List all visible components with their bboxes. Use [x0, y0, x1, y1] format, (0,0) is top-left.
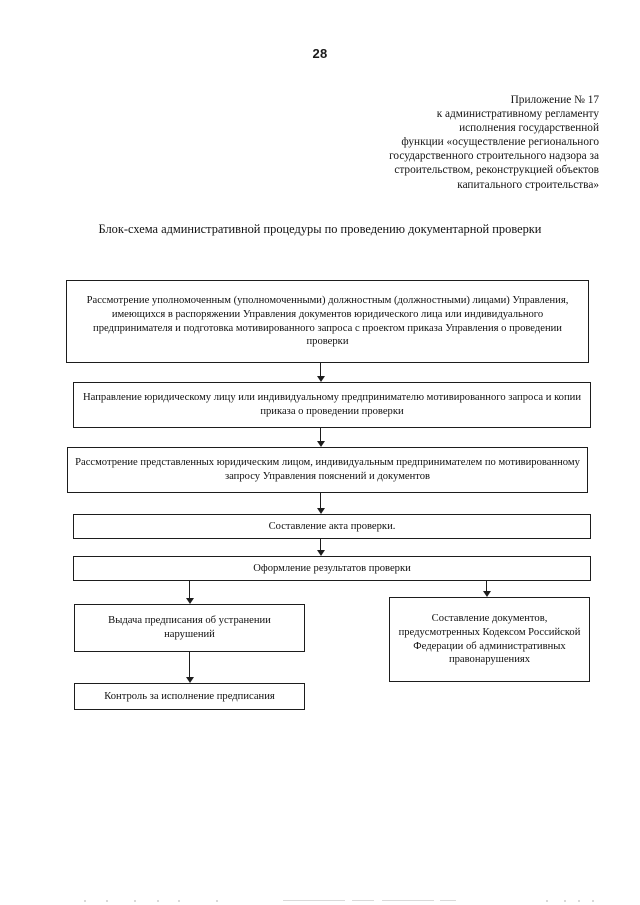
flow-connector-7: [189, 652, 191, 677]
flow-arrowhead-1: [316, 376, 325, 382]
reference-line-5: государственного строительного надзора з…: [389, 150, 599, 163]
scan-artifact: [84, 900, 86, 902]
flow-node-label: Оформление результатов проверки: [253, 562, 411, 574]
flow-arrowhead-4: [316, 550, 325, 556]
page-title-line-1: Блок-схема административной процедуры по…: [98, 222, 490, 236]
page-number: 28: [312, 46, 328, 61]
appendix-reference: Приложение № 17 к административному регл…: [279, 93, 599, 192]
flow-node-draft-inspection-act: Составление акта проверки.: [73, 514, 591, 539]
flow-node-label: Выдача предписания об устранении нарушен…: [108, 615, 271, 640]
flow-connector-5: [189, 581, 191, 598]
flow-node-issue-order: Выдача предписания об устранении нарушен…: [74, 604, 305, 652]
flow-node-send-request: Направление юридическому лицу или индиви…: [73, 382, 591, 428]
scan-artifact: [564, 900, 566, 902]
reference-line-2: к административному регламенту: [436, 108, 599, 121]
flow-node-label: Составление документов, предусмотренных …: [398, 613, 581, 666]
scan-artifact: [382, 900, 434, 902]
reference-line-1: Приложение № 17: [510, 94, 599, 106]
flow-node-administrative-documents: Составление документов, предусмотренных …: [389, 597, 590, 682]
scan-artifact: [216, 900, 218, 902]
flow-arrowhead-5: [185, 598, 194, 604]
scan-artifact: [157, 900, 159, 902]
reference-line-4: функции «осуществление регионального: [401, 136, 599, 149]
scan-artifact: [352, 900, 374, 902]
flow-node-review-explanations: Рассмотрение представленных юридическим …: [67, 447, 588, 493]
page-title-line-2: проверки: [492, 222, 542, 236]
scan-artifact: [178, 900, 180, 902]
scan-artifact: [440, 900, 456, 902]
flow-arrowhead-6: [482, 591, 491, 597]
scan-artifact: [592, 900, 594, 902]
scan-artifact: [283, 900, 345, 902]
flow-connector-4: [320, 539, 322, 550]
scan-artifact: [578, 900, 580, 902]
flow-connector-1: [320, 363, 322, 376]
scan-artifact: [546, 900, 548, 902]
flow-connector-6: [486, 581, 488, 591]
flow-arrowhead-3: [316, 508, 325, 514]
flow-node-label: Направление юридическому лицу или индиви…: [83, 392, 581, 417]
flow-arrowhead-2: [316, 441, 325, 447]
flow-arrowhead-7: [185, 677, 194, 683]
scan-artifact: [134, 900, 136, 902]
flow-node-label: Рассмотрение представленных юридическим …: [75, 457, 580, 482]
flow-connector-3: [320, 493, 322, 508]
scan-artifact: [106, 900, 108, 902]
flow-node-control-execution: Контроль за исполнение предписания: [74, 683, 305, 710]
flow-node-review-documents: Рассмотрение уполномоченным (уполномочен…: [66, 280, 589, 363]
reference-line-6: строительством, реконструкцией объектов: [394, 164, 599, 177]
reference-line-3: исполнения государственной: [459, 122, 599, 135]
flow-node-label: Составление акта проверки.: [268, 520, 396, 532]
flow-node-label: Рассмотрение уполномоченным (уполномочен…: [86, 295, 569, 348]
flow-connector-2: [320, 428, 322, 441]
flow-node-formalize-results: Оформление результатов проверки: [73, 556, 591, 581]
flow-node-label: Контроль за исполнение предписания: [104, 690, 275, 702]
reference-line-7: капитального строительства»: [457, 178, 599, 191]
page-title: Блок-схема административной процедуры по…: [80, 220, 560, 238]
